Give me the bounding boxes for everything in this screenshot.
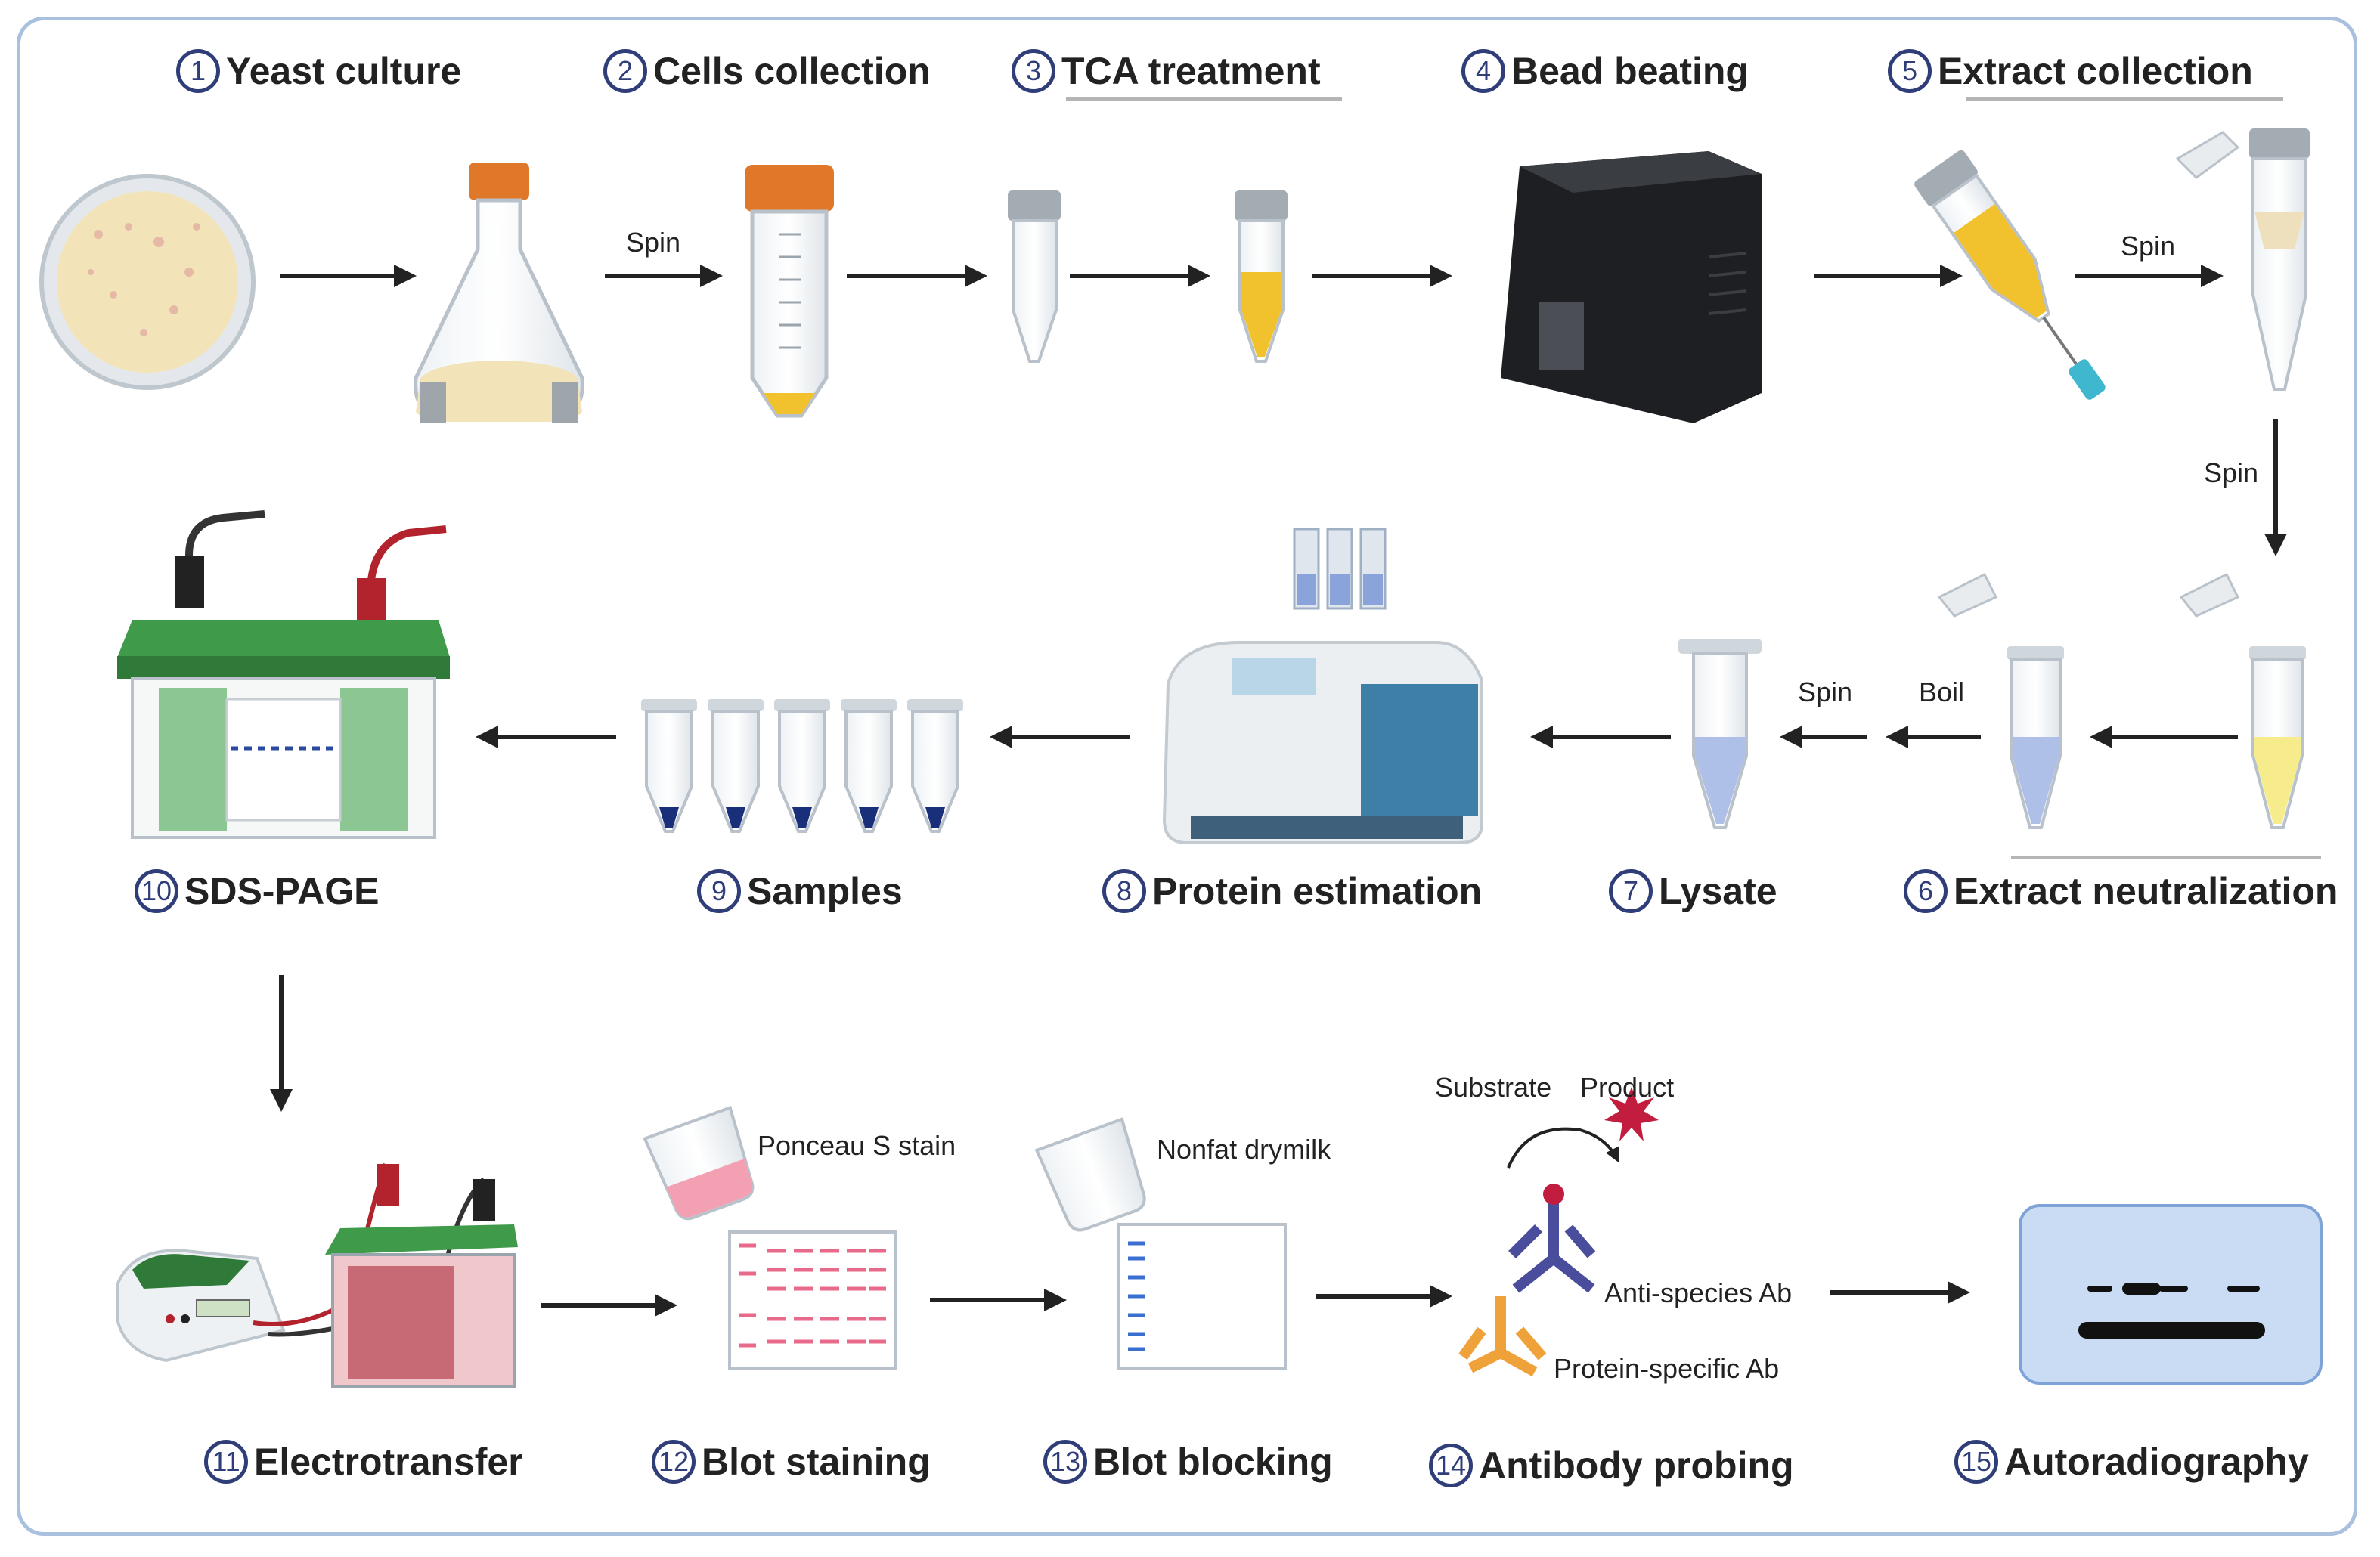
step-6-underline bbox=[2011, 856, 2321, 859]
spectrophotometer-icon bbox=[1162, 528, 1483, 844]
step-number: 5 bbox=[1888, 49, 1932, 93]
flow-arrows bbox=[270, 265, 2287, 1317]
syringe-needle-icon bbox=[1914, 150, 2106, 400]
microtube-boiled-icon bbox=[1937, 572, 2064, 829]
step-label: Antibody probing bbox=[1479, 1444, 1794, 1487]
step-label: Samples bbox=[747, 870, 903, 912]
step-label: Blot staining bbox=[702, 1441, 931, 1483]
sample-tube bbox=[708, 699, 764, 833]
microtube-with-beads-icon bbox=[1235, 190, 1288, 363]
membrane-blot-icon bbox=[1117, 1223, 1287, 1370]
step-label: Autoradiography bbox=[2004, 1441, 2309, 1483]
beaker-icon bbox=[643, 1105, 755, 1221]
step-label: Blot blocking bbox=[1093, 1441, 1333, 1483]
antibody-icon bbox=[1458, 1087, 1659, 1377]
step-number: 9 bbox=[697, 869, 741, 913]
sample-tube bbox=[641, 699, 697, 833]
sample-tube bbox=[907, 699, 963, 833]
sample-tube bbox=[841, 699, 897, 833]
microtube-icon bbox=[1008, 190, 1061, 363]
product-label: Product bbox=[1580, 1072, 1675, 1103]
beaker-icon bbox=[1034, 1117, 1146, 1232]
step-label: Protein estimation bbox=[1152, 870, 1483, 912]
spin-label: Spin bbox=[626, 227, 681, 258]
film-icon bbox=[2019, 1204, 2323, 1385]
step-label: Extract collection bbox=[1938, 50, 2253, 92]
step-number: 13 bbox=[1043, 1440, 1087, 1484]
step-number: 14 bbox=[1429, 1444, 1473, 1487]
step-label: Lysate bbox=[1659, 870, 1777, 912]
step-label: Cells collection bbox=[653, 50, 931, 92]
step-number: 2 bbox=[603, 49, 647, 93]
sample-tubes-icon bbox=[641, 699, 963, 833]
step-number: 10 bbox=[135, 869, 178, 913]
step-5-underline bbox=[1966, 97, 2283, 101]
step-number: 7 bbox=[1609, 869, 1653, 913]
spin-label: Spin bbox=[1798, 676, 1853, 707]
step-number: 6 bbox=[1904, 869, 1948, 913]
step-number: 12 bbox=[652, 1440, 696, 1484]
step-number: 4 bbox=[1461, 49, 1505, 93]
step-number: 15 bbox=[1954, 1440, 1998, 1484]
step-label: Bead beating bbox=[1511, 50, 1749, 92]
step-number: 11 bbox=[204, 1440, 248, 1484]
step-number: 1 bbox=[176, 49, 220, 93]
step-label: SDS-PAGE bbox=[184, 870, 380, 912]
spin-label: Spin bbox=[2121, 231, 2176, 262]
erlenmeyer-flask-icon bbox=[414, 163, 584, 423]
substrate-label: Substrate bbox=[1435, 1072, 1552, 1103]
power-supply-icon bbox=[116, 1249, 286, 1363]
step-number: 3 bbox=[1012, 49, 1055, 93]
boil-label: Boil bbox=[1919, 676, 1965, 707]
lysate-tube-icon bbox=[1678, 639, 1762, 829]
falcon-tube-icon bbox=[745, 165, 834, 418]
diagram-frame bbox=[17, 17, 2357, 1536]
step-label: Electrotransfer bbox=[254, 1441, 523, 1483]
petri-dish-icon bbox=[39, 174, 256, 390]
ponceau-label: Ponceau S stain bbox=[758, 1130, 956, 1161]
protein-specific-ab-label: Protein-specific Ab bbox=[1554, 1353, 1780, 1384]
spin-label: Spin bbox=[2204, 457, 2259, 488]
microtube-open-icon bbox=[2175, 128, 2310, 391]
step-number: 8 bbox=[1102, 869, 1146, 913]
transfer-tank-icon bbox=[253, 1163, 518, 1388]
sample-tube bbox=[774, 699, 830, 833]
step-label: TCA treatment bbox=[1061, 50, 1321, 92]
anti-species-ab-label: Anti-species Ab bbox=[1604, 1277, 1793, 1308]
sds-page-tank-icon bbox=[117, 510, 450, 839]
step-3-underline bbox=[1066, 97, 1342, 101]
membrane-blot-icon bbox=[728, 1230, 897, 1370]
bead-beater-icon bbox=[1501, 151, 1762, 423]
microtube-neutralized-icon bbox=[2179, 572, 2306, 829]
nonfat-label: Nonfat drymilk bbox=[1157, 1134, 1331, 1165]
step-label: Yeast culture bbox=[226, 50, 462, 92]
step-label: Extract neutralization bbox=[1954, 870, 2338, 912]
